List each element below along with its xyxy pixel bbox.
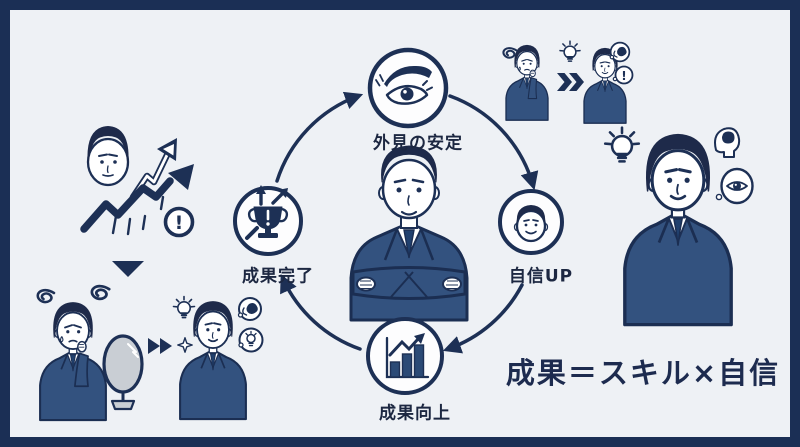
arrow-appearance-to-confidence	[448, 94, 539, 191]
node-confidence	[498, 189, 564, 255]
cycle-label-completion: 成果完了	[242, 266, 314, 287]
smiling-face-icon	[513, 205, 549, 243]
exclamation-badge-icon: !	[163, 206, 195, 238]
cycle-label-confidence: 自信UP	[508, 266, 574, 287]
stress-squiggle-icon	[502, 47, 518, 59]
scene-right	[603, 126, 754, 327]
down-triangle-icon	[112, 261, 144, 277]
node-completion	[233, 185, 303, 256]
scene-top-right: !	[502, 40, 634, 124]
neutral-face-icon	[86, 126, 130, 187]
scene-top-left: !	[80, 126, 195, 277]
svg-text:!: !	[621, 69, 626, 83]
growth-bar-chart-icon	[385, 333, 430, 379]
standing-mirror	[102, 334, 144, 411]
confident-businessman	[179, 300, 247, 421]
node-appearance	[367, 47, 449, 129]
formula-text: 成果＝スキル×自信	[505, 356, 781, 390]
cycle-label-appearance: 外見の安定	[373, 133, 463, 154]
idea-bubble-icon	[238, 327, 264, 353]
arrow-confidence-to-results	[442, 283, 524, 354]
cycle-label-results: 成果向上	[379, 403, 451, 424]
crossed-arms	[351, 266, 467, 300]
stress-squiggle-icon	[90, 284, 111, 301]
trophy-icon	[245, 185, 289, 240]
scene-bottom-left	[36, 284, 264, 422]
worried-businessman	[39, 301, 107, 422]
stress-squiggle-icon	[36, 288, 56, 304]
cycle-arrows	[275, 91, 539, 354]
svg-text:!: !	[175, 212, 184, 234]
arrow-results-to-completion	[280, 274, 362, 351]
lightbulb-icon	[603, 126, 641, 163]
forward-chevrons-icon	[148, 338, 160, 354]
eye-icon	[375, 65, 433, 105]
exclamation-bubble-icon: !	[612, 65, 634, 85]
center-businessman-crossed-arms	[349, 145, 469, 322]
forward-chevrons-icon	[557, 73, 572, 91]
node-results	[366, 317, 444, 395]
head-brain-icon	[714, 127, 741, 158]
forward-chevrons-icon	[160, 338, 172, 354]
sparkle-icon	[177, 337, 193, 353]
eye-bubble-icon	[715, 167, 754, 205]
lightbulb-icon	[172, 295, 196, 319]
confident-businessman-large	[623, 132, 733, 327]
arrow-completion-to-appearance	[275, 91, 364, 183]
brain-bubble-icon	[237, 297, 262, 321]
filled-zigzag-arrow-icon	[80, 164, 194, 236]
brain-bubble-icon	[609, 41, 631, 63]
lightbulb-icon	[559, 40, 581, 62]
